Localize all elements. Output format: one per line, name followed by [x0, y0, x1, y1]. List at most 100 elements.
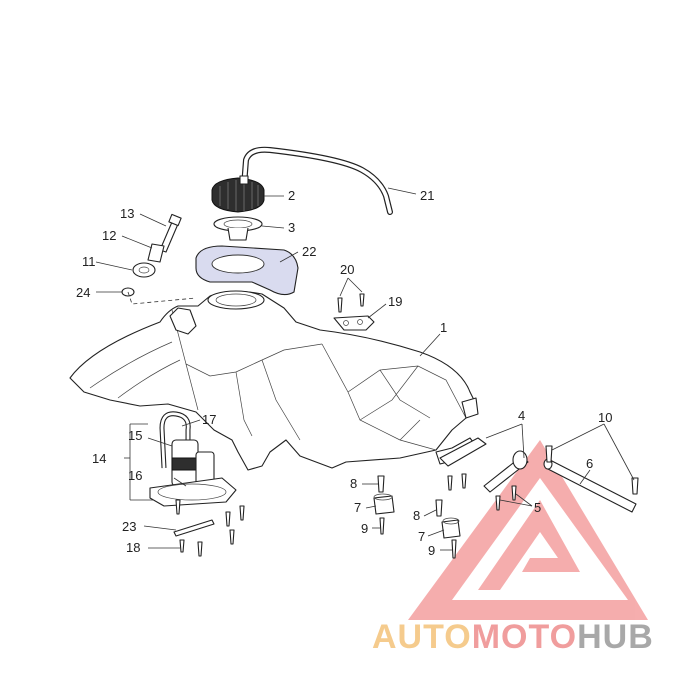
- grommet-11-hole: [138, 266, 150, 274]
- leader-22: [279, 251, 299, 263]
- callout-4: 4: [518, 408, 525, 423]
- leader-3: [261, 225, 285, 229]
- callout-20: 20: [340, 262, 354, 277]
- callout-16: 16: [128, 468, 142, 483]
- leader-7b: [427, 529, 445, 537]
- callout-8b: 8: [413, 508, 420, 523]
- breather-hose: [241, 146, 393, 215]
- screw-18a: [179, 539, 185, 553]
- leader-16: [173, 477, 187, 487]
- screw-20a: [337, 297, 343, 313]
- bracket-19-hole-b: [357, 319, 363, 325]
- front-mount-hardware: [121, 213, 197, 305]
- screw-8a: [377, 475, 385, 493]
- leader-lines: [95, 187, 635, 551]
- fuel-pump-assembly: [149, 411, 245, 557]
- filler-seal: [195, 245, 299, 296]
- callout-22: 22: [302, 244, 316, 259]
- callout-18: 18: [126, 540, 140, 555]
- leader-5a: [499, 499, 533, 507]
- callout-labels: 1 2 3 4 5 6 7 7 8 8 9 9 10 11 12 13 14 1…: [76, 188, 612, 558]
- leader-23: [143, 525, 177, 531]
- leader-13: [139, 213, 167, 227]
- fuel-tank-contour-5: [89, 341, 181, 399]
- tank-rear-bracket: [461, 397, 479, 419]
- screw-18c: [229, 529, 235, 545]
- watermark-text-moto: MOTO: [472, 618, 577, 656]
- leader-15: [147, 437, 173, 447]
- callout-8a: 8: [350, 476, 357, 491]
- leader-17: [181, 419, 201, 427]
- rear-mount-hardware: [373, 473, 467, 559]
- callout-21: 21: [420, 188, 434, 203]
- rubber-7a-top: [373, 493, 393, 501]
- watermark-text-auto: AUTO: [372, 618, 472, 656]
- leader-5b: [515, 493, 533, 507]
- tank-filler-neck-inner: [215, 293, 257, 307]
- rubber-7b: [441, 519, 461, 539]
- callout-7a: 7: [354, 500, 361, 515]
- leader-6: [579, 469, 591, 485]
- screw-18f: [175, 499, 181, 515]
- leader-20b: [347, 277, 363, 293]
- fuel-tank: [69, 290, 479, 471]
- breather-hose-inner: [242, 147, 392, 214]
- callout-24: 24: [76, 285, 90, 300]
- callout-9b: 9: [428, 543, 435, 558]
- bracket-4a: [439, 437, 487, 467]
- callout-2: 2: [288, 188, 295, 203]
- leader-4b: [521, 423, 525, 459]
- callout-12: 12: [102, 228, 116, 243]
- pump-base-plate: [149, 477, 237, 507]
- rubber-7b-top: [442, 517, 460, 525]
- fuel-cap-ridges: [219, 180, 259, 211]
- fuel-tank-contour-4: [359, 365, 431, 441]
- screw-20b: [359, 293, 365, 307]
- screw-8b: [435, 499, 443, 517]
- clip-10a: [545, 445, 553, 463]
- callout-1: 1: [440, 320, 447, 335]
- clip-10b: [631, 477, 639, 495]
- leader-10b: [603, 423, 635, 481]
- callout-9a: 9: [361, 521, 368, 536]
- pump-base-ring: [157, 483, 227, 501]
- pump-motor-band: [171, 457, 199, 471]
- leader-10a: [551, 423, 605, 451]
- callout-7b: 7: [418, 529, 425, 544]
- callout-23: 23: [122, 519, 136, 534]
- screw-9a: [379, 517, 385, 535]
- callout-6: 6: [586, 456, 593, 471]
- tank-front-tab: [169, 307, 197, 335]
- leader-11: [95, 261, 133, 271]
- grommet-11: [132, 262, 156, 278]
- bolt-5b: [511, 485, 517, 501]
- leader-7a: [365, 505, 377, 509]
- callout-13: 13: [120, 206, 134, 221]
- spacer-12: [147, 243, 165, 263]
- screw-18d: [225, 511, 231, 527]
- leader-12: [121, 235, 153, 249]
- bolt-13-head: [168, 213, 182, 227]
- leader-21: [387, 187, 417, 195]
- pump-outlet-tube-inner: [160, 412, 190, 469]
- rear-bracket-assembly: [439, 437, 639, 513]
- gasket-23: [173, 519, 215, 537]
- bracket-19-assembly: [333, 293, 375, 331]
- fuel-tank-body: [69, 290, 477, 471]
- leader-19: [367, 303, 387, 319]
- leader-8b: [423, 509, 437, 517]
- bracket-19: [333, 315, 375, 331]
- callout-5: 5: [534, 500, 541, 515]
- bracket-4b-eye: [512, 450, 528, 470]
- leader-4a: [485, 423, 523, 439]
- callout-3: 3: [288, 220, 295, 235]
- fuel-cap-body: [211, 177, 265, 213]
- rubber-7a: [373, 495, 395, 515]
- callout-14: 14: [92, 451, 106, 466]
- screw-9b: [451, 539, 457, 559]
- screw-extra-b: [461, 473, 467, 489]
- watermark-text-hub: HUB: [577, 618, 654, 656]
- callout-17: 17: [202, 412, 216, 427]
- screw-18e: [239, 505, 245, 521]
